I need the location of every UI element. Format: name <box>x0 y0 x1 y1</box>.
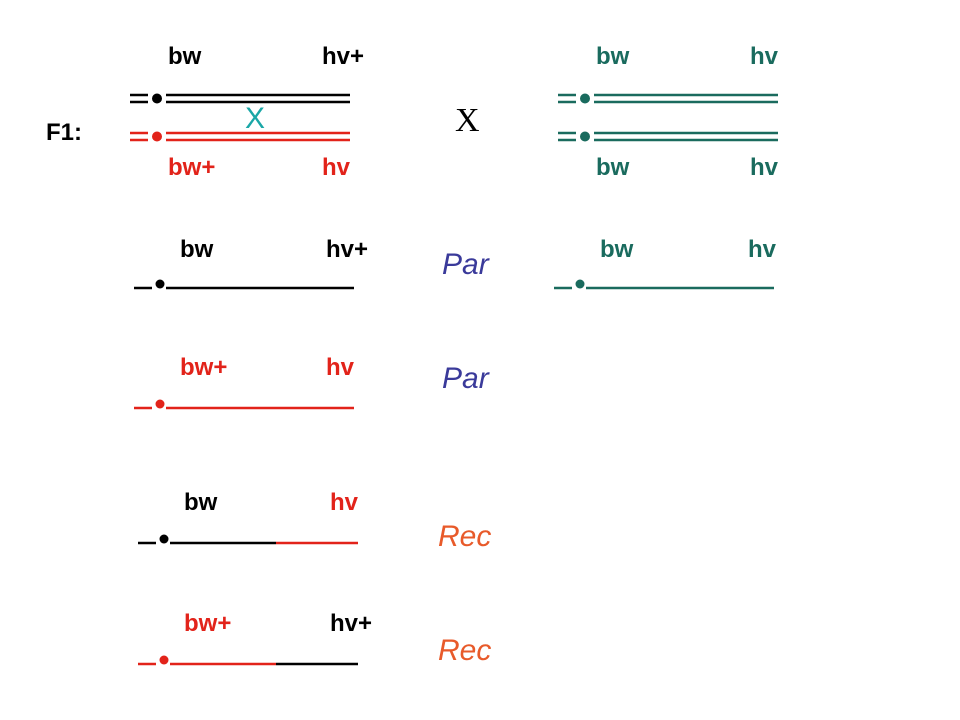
chromosome-right-top <box>558 93 778 104</box>
f1-label: F1: <box>46 119 82 146</box>
gamete-2-type: Par <box>442 362 489 395</box>
parent-right-top-bw: bw <box>596 43 630 70</box>
gamete-3-type: Rec <box>438 520 492 553</box>
gamete-3-bw: bw <box>184 489 218 516</box>
parent-right-bottom-bw: bw <box>596 154 630 181</box>
right-gamete-centromere <box>575 279 585 289</box>
parent-right-bottom-hv: hv <box>750 154 779 181</box>
right-gamete-hv: hv <box>748 236 777 263</box>
gamete-4-bw: bw+ <box>184 610 232 637</box>
gamete-1-bw: bw <box>180 236 214 263</box>
chromosome-left-bottom <box>130 131 350 142</box>
centromere-left-bottom <box>152 131 162 142</box>
chromosome-right-bottom <box>558 131 778 142</box>
right-gamete-bw: bw <box>600 236 634 263</box>
parent-right-top-hv: hv <box>750 43 779 70</box>
gamete-2-bw: bw+ <box>180 354 228 381</box>
gamete-2-centromere <box>155 399 165 409</box>
parent-left-top-hv: hv+ <box>322 43 365 70</box>
chromosome-left-top <box>130 93 350 104</box>
gamete-4-centromere <box>159 655 169 665</box>
centromere-left-top <box>152 93 162 104</box>
gamete-1-centromere <box>155 279 165 289</box>
parent-left-top-bw: bw <box>168 43 202 70</box>
parent-left-bottom-bw: bw+ <box>168 154 216 181</box>
centromere-right-bottom <box>580 131 590 142</box>
gamete-3-hv: hv <box>330 489 359 516</box>
gamete-1-type: Par <box>442 248 489 281</box>
gamete-3-centromere <box>159 534 169 544</box>
centromere-right-top <box>580 93 590 104</box>
gamete-1-hv: hv+ <box>326 236 369 263</box>
gamete-4-hv: hv+ <box>330 610 373 637</box>
cross-symbol: X <box>455 102 480 139</box>
gamete-2-hv: hv <box>326 354 355 381</box>
crossover-mark: X <box>245 102 266 135</box>
gamete-4-type: Rec <box>438 634 492 667</box>
parent-left-bottom-hv: hv <box>322 154 351 181</box>
